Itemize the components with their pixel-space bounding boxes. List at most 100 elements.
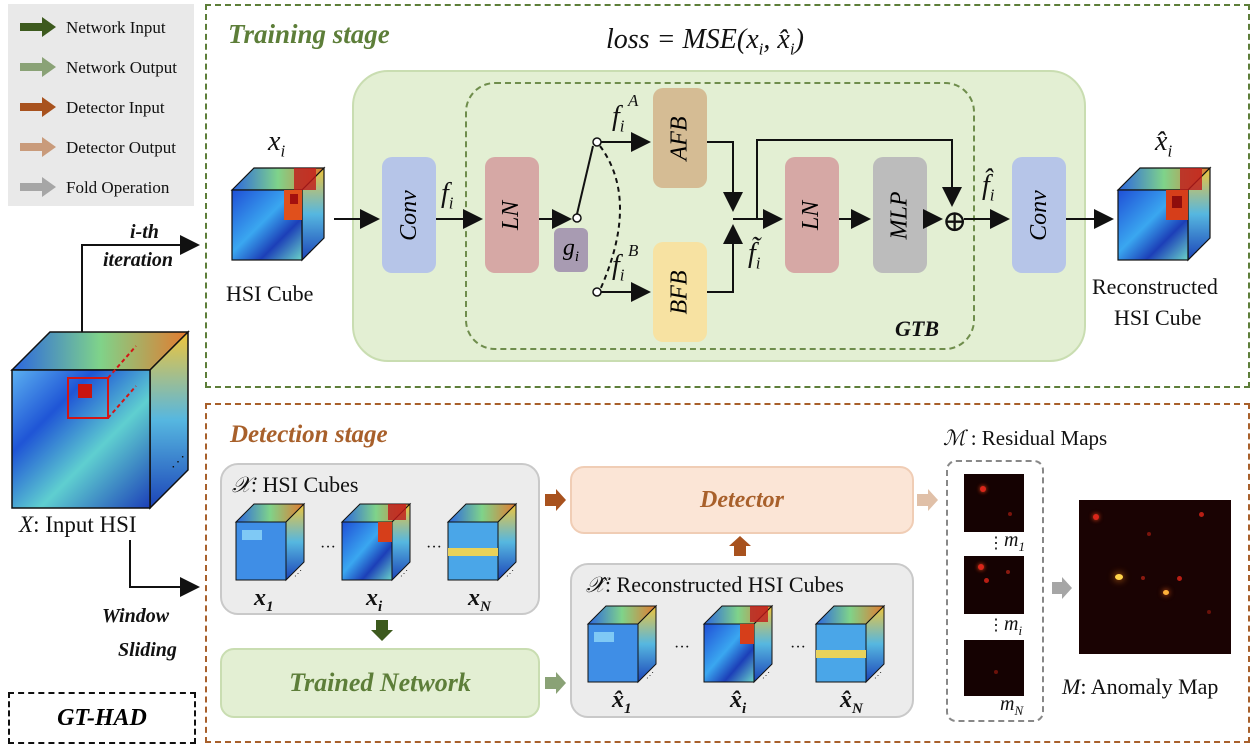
legend-item-network-output: Network Output [8, 52, 194, 82]
ith-label: i-th [130, 221, 159, 243]
svg-text:⋰: ⋰ [171, 455, 185, 470]
anomaly-map-label: M: Anomaly Map [1062, 676, 1218, 698]
gt-had-label: GT-HAD [57, 704, 147, 731]
residual-map-n [964, 640, 1024, 696]
residual-map-1 [964, 474, 1024, 532]
loss-formula: loss = MSE(xi, x̂i) [606, 26, 804, 58]
network-input-arrow-icon [20, 17, 56, 37]
var-text: f̂ [982, 170, 990, 201]
map-label-i: mi [1004, 614, 1022, 637]
var-sub: i [989, 185, 995, 205]
var-text: f [612, 250, 620, 281]
fi-label: fi [441, 180, 454, 212]
loss-sub: i [789, 39, 795, 59]
conv-block-1: Conv [382, 157, 436, 273]
legend: Network Input Network Output Detector In… [8, 4, 194, 206]
map-label-1: m1 [1004, 530, 1025, 553]
ln-block-2: LN [785, 157, 839, 273]
detector-label: Detector [700, 486, 784, 513]
anomaly-spot [1207, 610, 1211, 614]
residual-maps-box [946, 460, 1044, 722]
var-text: x [366, 585, 378, 611]
var-sub: 1 [1018, 539, 1025, 554]
recon-cube-1: ⋰ [586, 604, 658, 684]
fihat-label: f̂i [982, 172, 995, 204]
legend-label: Network Output [66, 58, 177, 77]
trained-network-label: Trained Network [289, 668, 471, 697]
var-text: x [468, 585, 480, 611]
map-vdots: ⋮ [988, 617, 1004, 634]
network-output-arrow-icon [20, 57, 56, 77]
var-sub: N [1014, 703, 1024, 718]
fitilde-label: f̃i [748, 240, 761, 272]
cube-ellipsis: ··· [426, 539, 442, 556]
var-sub: N [480, 598, 491, 615]
anomaly-map [1079, 500, 1231, 654]
anomaly-spot [1163, 590, 1169, 595]
anomaly-spot [1115, 574, 1123, 580]
detector-output-arrow-icon [20, 137, 56, 157]
residual-map-i [964, 556, 1024, 614]
legend-item-detector-input: Detector Input [8, 92, 194, 122]
var-text: X [19, 512, 34, 537]
training-input-var: xi [268, 128, 285, 160]
cube-label-1: x1 [254, 586, 274, 615]
sliding-label: Sliding [118, 639, 177, 661]
afb-block: AFB [653, 88, 707, 188]
svg-text:⋰: ⋰ [646, 671, 654, 680]
anomaly-spot [1093, 514, 1099, 520]
anomaly-spot [1141, 576, 1145, 580]
var-sub: 1 [266, 598, 274, 615]
mlp-label: MLP [886, 191, 913, 239]
conv-block-2: Conv [1012, 157, 1066, 273]
gi-label: gi [563, 235, 579, 266]
var-text: x̂ [730, 687, 742, 713]
svg-text:⋰: ⋰ [294, 569, 302, 578]
training-stage-title: Training stage [228, 19, 390, 49]
ln-label: LN [498, 200, 525, 230]
var-sub: i [574, 248, 580, 265]
var-text: m [1000, 693, 1015, 715]
training-stage-panel [205, 4, 1250, 388]
label-text: : HSI Cubes [250, 472, 359, 497]
conv-label: Conv [1025, 189, 1052, 241]
ln-block-1: LN [485, 157, 539, 273]
fiA-sup: A [628, 91, 639, 110]
var-text: 𝒳̂ [586, 572, 605, 597]
fiA-label: fi [612, 103, 625, 135]
var-sub: i [619, 116, 625, 136]
anomaly-spot [1177, 576, 1182, 581]
anomaly-spot [978, 564, 984, 570]
var-text: x [254, 585, 266, 611]
legend-label: Detector Input [66, 98, 165, 117]
detector-block: Detector [570, 466, 914, 534]
detection-stage-title: Detection stage [230, 421, 388, 448]
anomaly-spot [1006, 570, 1010, 574]
bfb-label: BFB [666, 270, 693, 314]
svg-text:⋰: ⋰ [1194, 244, 1204, 255]
input-hsi-label: X: Input HSI [19, 513, 137, 536]
var-sub: i [619, 265, 625, 285]
fiB-label: fi [612, 252, 625, 284]
residual-maps-title: ℳ : Residual Maps [943, 428, 1107, 449]
hsi-cube-1: ⋰ [234, 502, 306, 582]
anomaly-spot [1008, 512, 1012, 516]
recon-ellipsis: ··· [674, 639, 690, 656]
ln-label: LN [798, 200, 825, 230]
var-sub: i [1018, 623, 1023, 638]
training-output-label-1: Reconstructed [1092, 274, 1218, 299]
legend-label: Detector Output [66, 138, 176, 157]
gi-block: gi [554, 228, 588, 272]
anomaly-spot [1199, 512, 1204, 517]
afb-label: AFB [666, 116, 693, 160]
svg-text:⋰: ⋰ [874, 671, 882, 680]
conv-label: Conv [395, 189, 422, 241]
legend-item-fold-operation: Fold Operation [8, 172, 194, 202]
legend-item-network-input: Network Input [8, 12, 194, 42]
var-text: x̂ [612, 687, 624, 713]
cube-label-n: xN [468, 586, 491, 615]
hsi-cube-n: ⋰ [446, 502, 518, 582]
training-output-label-2: HSI Cube [1114, 305, 1202, 330]
loss-text: ) [794, 24, 804, 55]
